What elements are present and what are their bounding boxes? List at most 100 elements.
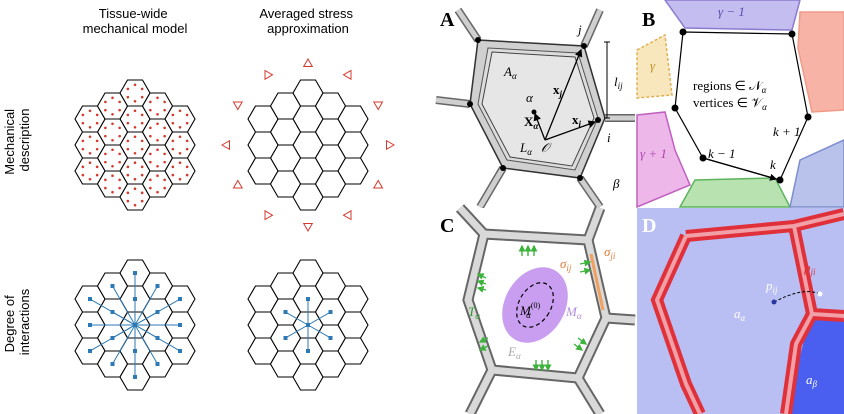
svg-text:pij: pij [765, 278, 778, 295]
stress-marker [149, 160, 152, 164]
stress-marker [111, 164, 114, 168]
stress-marker [171, 173, 175, 177]
svg-text:k − 1: k − 1 [708, 146, 736, 161]
stress-marker [126, 95, 130, 99]
interaction-node [178, 297, 182, 302]
stress-marker [95, 147, 99, 151]
stress-marker [118, 126, 121, 130]
stress-marker [149, 134, 152, 138]
interaction-node [110, 310, 115, 315]
stress-marker [88, 125, 92, 129]
stress-marker [88, 135, 92, 139]
stress-marker [185, 173, 189, 177]
stress-marker [118, 134, 121, 138]
stress-marker [104, 100, 107, 104]
stress-marker [163, 178, 166, 182]
stress-marker [149, 186, 152, 190]
interaction-link [285, 324, 309, 339]
tissue-averaged-stress [220, 57, 396, 233]
stress-marker [126, 113, 130, 117]
stress-marker [126, 173, 130, 177]
stress-marker [111, 96, 114, 100]
stress-marker [140, 139, 144, 143]
stress-marker [185, 165, 189, 169]
interaction-node [283, 310, 288, 315]
stress-marker [133, 99, 137, 103]
stress-marker [104, 160, 107, 164]
svg-text:i: i [607, 130, 611, 145]
stress-marker [149, 152, 152, 156]
stress-marker [88, 161, 92, 165]
svg-text:α: α [526, 90, 534, 105]
interaction-node [306, 348, 310, 353]
svg-text:σij: σij [560, 256, 572, 273]
stress-marker [156, 190, 159, 194]
svg-text:γ + 1: γ + 1 [640, 146, 667, 161]
row-label-interactions: Degree of interactions [2, 288, 32, 355]
row-label-mechanical: Mechanical description [2, 105, 32, 174]
tissue-local-interactions [247, 259, 369, 391]
stress-marker [126, 147, 130, 151]
svg-text:k + 1: k + 1 [773, 124, 801, 139]
stress-marker [133, 135, 137, 139]
interaction-node [155, 284, 160, 289]
stress-marker [133, 125, 137, 129]
stress-marker [178, 161, 182, 165]
stress-triangle [386, 139, 396, 151]
hex-cell [337, 157, 369, 185]
stress-marker [81, 121, 85, 125]
stress-triangle [302, 57, 314, 67]
svg-text:Tα: Tα [468, 304, 480, 321]
stress-triangle [232, 179, 244, 189]
panel-d: D pij pji aα aβ [637, 208, 844, 414]
stress-marker [111, 190, 114, 194]
stress-marker [111, 122, 114, 126]
interaction-node [155, 310, 160, 315]
svg-text:aα: aα [734, 306, 746, 323]
stress-marker [178, 151, 182, 155]
stress-marker [133, 161, 137, 165]
stress-marker [140, 147, 144, 151]
stress-marker [126, 139, 130, 143]
svg-text:β: β [612, 176, 620, 191]
stress-marker [133, 151, 137, 155]
interaction-node [178, 323, 182, 327]
stress-marker [95, 121, 99, 125]
stress-triangle [264, 209, 274, 221]
interaction-node [133, 348, 137, 353]
interaction-node [88, 348, 92, 353]
stress-marker [156, 96, 159, 100]
stress-marker [81, 147, 85, 151]
panel-d-letter: D [642, 215, 656, 237]
stress-marker [163, 134, 166, 138]
stress-marker [163, 152, 166, 156]
stress-marker [140, 165, 144, 169]
stress-marker [171, 165, 175, 169]
stress-marker [81, 113, 85, 117]
stress-marker [156, 164, 159, 168]
stress-marker [149, 100, 152, 104]
stress-marker [133, 83, 137, 87]
stress-marker [95, 113, 99, 117]
stress-marker [126, 121, 130, 125]
stress-marker [140, 173, 144, 177]
stress-marker [133, 187, 137, 191]
interaction-link [112, 324, 136, 365]
interaction-node [328, 310, 333, 315]
stress-marker [163, 126, 166, 130]
svg-text:σji: σji [604, 244, 616, 261]
col-header-tissue-wide: Tissue-wide mechanical model [83, 6, 188, 36]
stress-marker [171, 139, 175, 143]
stress-marker [140, 121, 144, 125]
interaction-node [110, 284, 115, 289]
svg-text:Eα: Eα [507, 344, 521, 361]
col-header-averaged-stress: Averaged stress approximation [259, 6, 356, 36]
stress-marker [185, 121, 189, 125]
stress-marker [81, 173, 85, 177]
interaction-node [133, 271, 137, 276]
stress-marker [133, 203, 137, 207]
stress-marker [140, 191, 144, 195]
stress-triangle [232, 101, 244, 111]
stress-marker [126, 199, 130, 203]
